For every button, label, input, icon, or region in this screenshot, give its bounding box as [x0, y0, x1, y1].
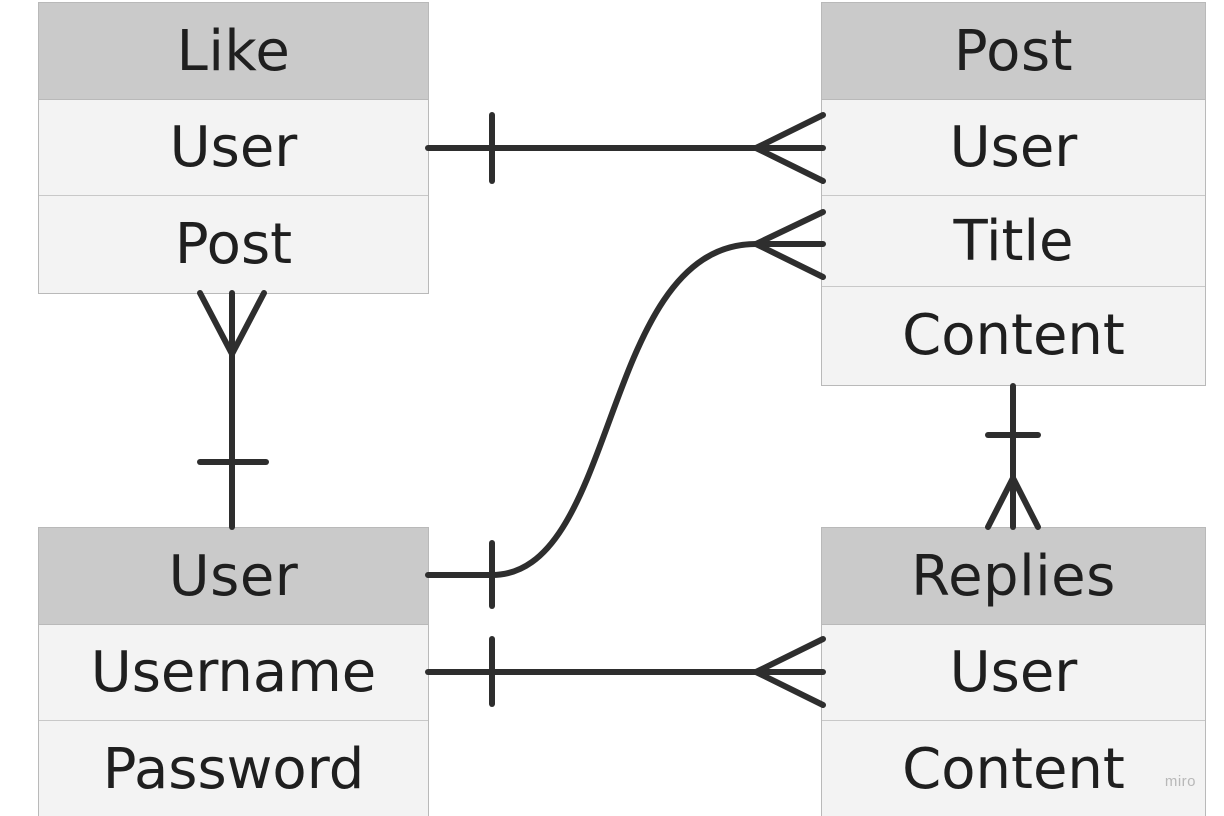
connector-like-user-to-post-user[interactable]	[425, 112, 826, 184]
entity-like[interactable]: Like User Post	[38, 2, 429, 294]
connector-user-to-like[interactable]	[197, 290, 269, 530]
entity-post-title: Post	[822, 3, 1205, 100]
entity-like-field-user: User	[39, 100, 428, 196]
connector-post-to-replies[interactable]	[985, 383, 1041, 530]
entity-user-title: User	[39, 528, 428, 625]
entity-user-field-password: Password	[39, 721, 428, 816]
entity-replies-field-user: User	[822, 625, 1205, 721]
entity-like-title: Like	[39, 3, 428, 100]
entity-like-field-post: Post	[39, 196, 428, 292]
entity-user-field-username: Username	[39, 625, 428, 721]
entity-replies[interactable]: Replies User Content	[821, 527, 1206, 816]
entity-post-field-content: Content	[822, 287, 1205, 383]
miro-watermark: miro	[1164, 773, 1196, 790]
entity-post-field-user: User	[822, 100, 1205, 196]
entity-post-field-title: Title	[822, 196, 1205, 287]
entity-post[interactable]: Post User Title Content	[821, 2, 1206, 386]
entity-user[interactable]: User Username Password	[38, 527, 429, 816]
connector-user-to-post-title[interactable]	[425, 209, 826, 609]
entity-replies-field-content: Content	[822, 721, 1205, 816]
entity-replies-title: Replies	[822, 528, 1205, 625]
connector-user-username-to-replies-user[interactable]	[425, 636, 826, 708]
